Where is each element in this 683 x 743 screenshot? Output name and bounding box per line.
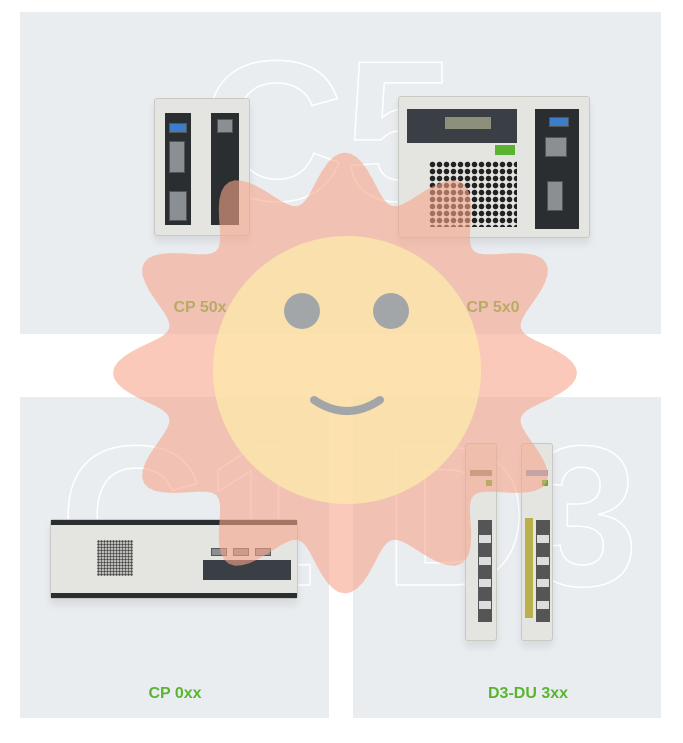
- cp50x-device-image: [154, 98, 250, 236]
- cp0xx-device-image: [50, 519, 298, 599]
- product-label-d3du3xx[interactable]: D3-DU 3xx: [487, 685, 569, 702]
- d3du-device-image-2: [521, 443, 553, 641]
- product-tile-d3du3xx[interactable]: D3 D3-DU 3xx: [353, 397, 661, 718]
- product-label-cp50x[interactable]: CP 50x: [173, 299, 227, 316]
- d3du-device-image-1: [465, 443, 497, 641]
- product-tile-cp0xx[interactable]: C1 CP 0xx: [20, 397, 329, 718]
- product-label-cp5x0[interactable]: CP 5x0: [466, 299, 520, 316]
- product-tile-cp5[interactable]: C5 CP 50x CP 5x0: [20, 12, 661, 334]
- product-label-cp0xx[interactable]: CP 0xx: [148, 685, 202, 702]
- watermark-d3: D3: [382, 405, 639, 628]
- cp5x0-device-image: [398, 96, 590, 238]
